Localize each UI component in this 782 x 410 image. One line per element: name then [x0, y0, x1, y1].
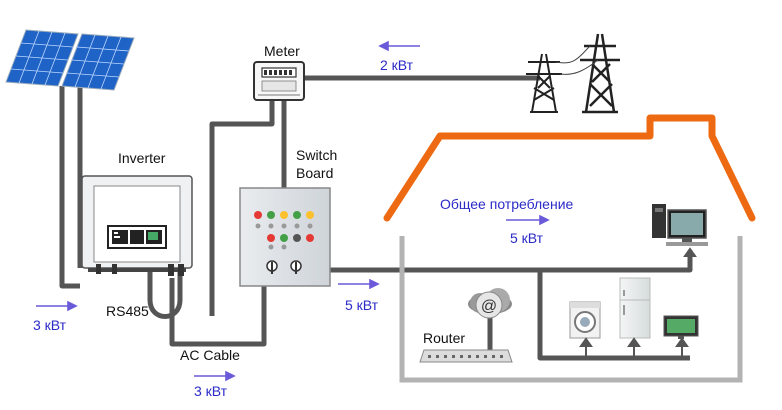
- tv-icon: [663, 315, 699, 339]
- power-pylon-small-icon: [526, 53, 562, 113]
- cable-switch-house: [328, 252, 693, 273]
- refrigerator-icon: [619, 277, 651, 339]
- appliance-feed-arrows: [579, 247, 697, 358]
- switch-board-buttons: [254, 211, 314, 250]
- computer-icon: [652, 204, 708, 246]
- power-lines: [555, 45, 599, 75]
- house: [383, 114, 756, 383]
- house-walls: [399, 236, 743, 383]
- cable-panel-left: [59, 86, 80, 289]
- switch-board-label-line2: Board: [296, 165, 334, 181]
- meter-label: Meter: [264, 43, 300, 59]
- grid-flow-value: 2 кВт: [380, 57, 414, 73]
- router-label: Router: [423, 330, 466, 346]
- house-total-flow-value: 5 кВт: [510, 230, 544, 246]
- cable-rs485: [147, 268, 183, 319]
- switch-board-icon: [239, 187, 331, 287]
- washing-machine-icon: [569, 301, 601, 339]
- solar-panel-left-icon: [5, 29, 79, 87]
- flow-arrows: [36, 40, 550, 382]
- solar-panels: [5, 29, 135, 91]
- inverter-label: Inverter: [118, 150, 166, 166]
- cable-ac: [169, 278, 267, 347]
- cable-house-bus: [537, 270, 690, 361]
- switch-house-flow-value: 5 кВт: [345, 297, 379, 313]
- solar-panel-right-icon: [61, 33, 135, 91]
- ac-cable-label: AC Cable: [180, 347, 240, 363]
- flow-arrow-solar: [36, 300, 78, 312]
- cables: [59, 75, 693, 361]
- router-icon: @: [419, 288, 513, 363]
- solar-flow-value: 3 кВт: [33, 317, 67, 333]
- house-roof: [383, 114, 756, 222]
- cable-inverter-meter: [209, 100, 275, 316]
- flow-arrow-switch-house: [338, 278, 380, 290]
- switch-board-dials: [266, 260, 302, 274]
- power-pylon-large-icon: [580, 33, 620, 114]
- flow-arrow-grid: [378, 40, 420, 52]
- total-consumption-label: Общее потребление: [440, 196, 574, 212]
- rs485-label: RS485: [106, 303, 149, 319]
- switch-board-label-line1: Switch: [296, 147, 338, 163]
- router-at-symbol: @: [481, 298, 497, 315]
- ac-cable-flow-value: 3 кВт: [194, 383, 228, 399]
- inverter-icon: [81, 175, 193, 276]
- flow-arrow-ac: [194, 370, 236, 382]
- flow-arrow-house-total: [506, 214, 550, 226]
- meter-icon: [253, 61, 305, 101]
